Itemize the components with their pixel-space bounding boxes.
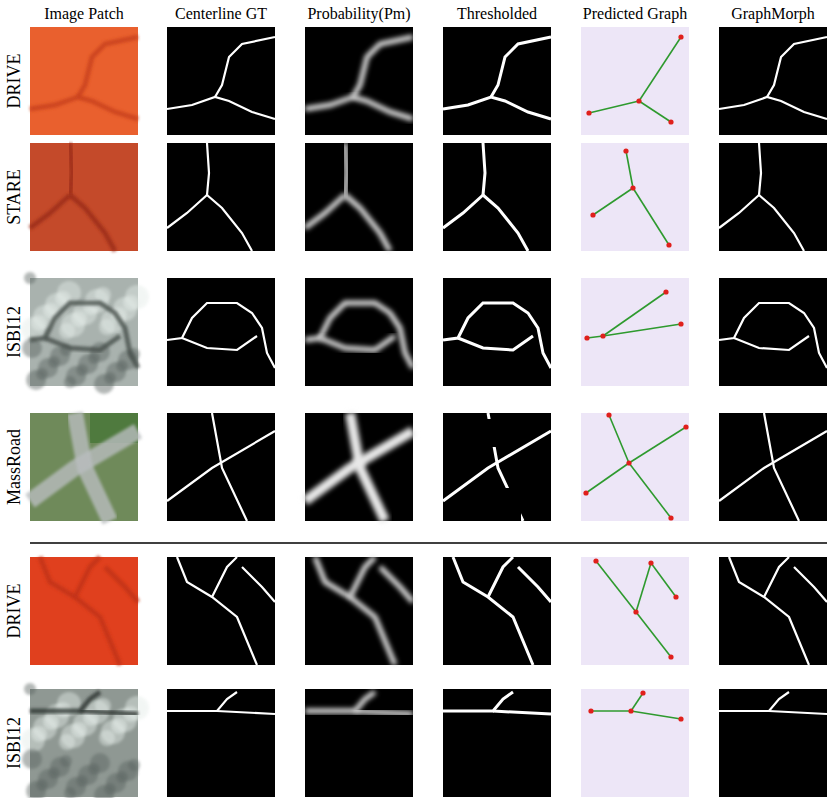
image-patch bbox=[30, 557, 138, 665]
centerline-mask bbox=[167, 27, 275, 135]
predicted-graph bbox=[581, 27, 689, 135]
predicted-graph bbox=[581, 557, 689, 665]
centerline-mask bbox=[443, 143, 551, 251]
image-patch bbox=[30, 143, 138, 251]
row-label: DRIVE bbox=[5, 54, 23, 109]
column-header: Probability(Pm) bbox=[307, 5, 410, 23]
probability-map bbox=[305, 689, 413, 797]
image-patch bbox=[21, 683, 149, 798]
centerline-mask bbox=[167, 689, 275, 797]
centerline-mask bbox=[719, 27, 827, 135]
probability-map bbox=[305, 413, 413, 521]
centerline-mask bbox=[443, 413, 551, 521]
centerline-mask bbox=[443, 27, 551, 135]
centerline-mask bbox=[719, 413, 827, 521]
column-header: Centerline GT bbox=[175, 5, 267, 23]
probability-map bbox=[305, 278, 413, 386]
centerline-mask bbox=[443, 278, 551, 386]
row-label: DRIVE bbox=[5, 584, 23, 639]
probability-map bbox=[305, 143, 413, 251]
column-header: Image Patch bbox=[44, 5, 124, 23]
centerline-mask bbox=[719, 689, 827, 797]
centerline-mask bbox=[719, 143, 827, 251]
column-header: Thresholded bbox=[457, 5, 537, 23]
row-label: MassRoad bbox=[5, 429, 23, 505]
centerline-mask bbox=[167, 557, 275, 665]
predicted-graph bbox=[581, 143, 689, 251]
row-label: ISBI12 bbox=[5, 717, 23, 769]
probability-map bbox=[305, 557, 413, 665]
predicted-graph bbox=[581, 412, 689, 521]
column-header: Predicted Graph bbox=[583, 5, 687, 23]
centerline-mask bbox=[443, 557, 551, 665]
centerline-mask bbox=[719, 557, 827, 665]
image-patch bbox=[30, 27, 138, 135]
centerline-mask bbox=[167, 278, 275, 386]
image-patch bbox=[30, 413, 138, 521]
predicted-graph bbox=[581, 689, 689, 797]
probability-map bbox=[305, 27, 413, 135]
separator-line bbox=[30, 542, 827, 544]
column-header: GraphMorph bbox=[731, 5, 815, 23]
image-patch bbox=[21, 272, 149, 394]
row-label: ISBI12 bbox=[5, 306, 23, 358]
centerline-mask bbox=[167, 143, 275, 251]
predicted-graph bbox=[581, 278, 689, 386]
centerline-mask bbox=[719, 278, 827, 386]
centerline-mask bbox=[167, 413, 275, 521]
centerline-mask bbox=[443, 689, 551, 797]
row-label: STARE bbox=[5, 169, 23, 225]
